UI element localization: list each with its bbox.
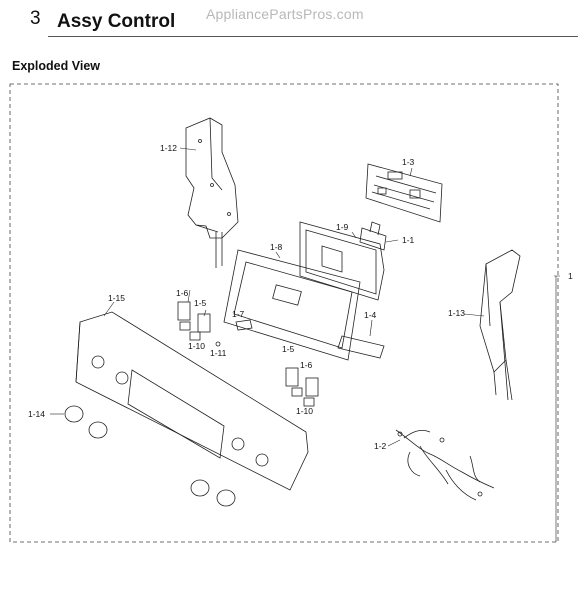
callout-1-14: 1-14 <box>28 409 45 419</box>
control-board <box>365 163 443 223</box>
header-rule <box>48 36 578 37</box>
callout-1-10-upper: 1-10 <box>188 341 205 351</box>
callout-1-7: 1-7 <box>232 309 245 319</box>
site-watermark: AppliancePartsPros.com <box>206 6 364 22</box>
callout-1-10-lower: 1-10 <box>296 406 313 416</box>
exploded-view-heading: Exploded View <box>12 59 100 73</box>
switch-pair-upper <box>177 301 211 341</box>
callout-1-8: 1-8 <box>270 242 283 252</box>
right-side-bracket <box>479 249 521 401</box>
callout-1-11: 1-11 <box>210 348 227 358</box>
switch-pair-lower <box>285 367 319 407</box>
callout-1-5-lower: 1-5 <box>282 344 295 354</box>
control-knobs <box>64 405 236 507</box>
left-side-bracket <box>185 117 239 268</box>
callout-1-1: 1-1 <box>402 235 415 245</box>
wire-harness <box>395 429 495 501</box>
assembly-boundary <box>9 83 559 543</box>
callout-1-13: 1-13 <box>448 308 465 318</box>
screw <box>215 341 221 347</box>
callout-1-2: 1-2 <box>374 441 387 451</box>
display-frame <box>223 249 361 361</box>
callout-1-6-upper: 1-6 <box>176 288 189 298</box>
callout-1-12: 1-12 <box>160 143 177 153</box>
callout-leaders <box>50 147 560 542</box>
callout-1: 1 <box>568 271 573 281</box>
board-bracket <box>299 221 385 301</box>
relay-clip <box>359 221 387 251</box>
ribbon-cable <box>337 335 385 359</box>
section-title: Assy Control <box>57 11 176 32</box>
section-number: 3 <box>30 8 41 29</box>
control-panel <box>75 311 309 491</box>
callout-1-6-lower: 1-6 <box>300 360 313 370</box>
callout-1-3: 1-3 <box>402 157 415 167</box>
callout-1-5-upper: 1-5 <box>194 298 207 308</box>
small-clip <box>235 319 253 331</box>
callout-1-4: 1-4 <box>364 310 377 320</box>
callout-1-15: 1-15 <box>108 293 125 303</box>
callout-1-9: 1-9 <box>336 222 349 232</box>
